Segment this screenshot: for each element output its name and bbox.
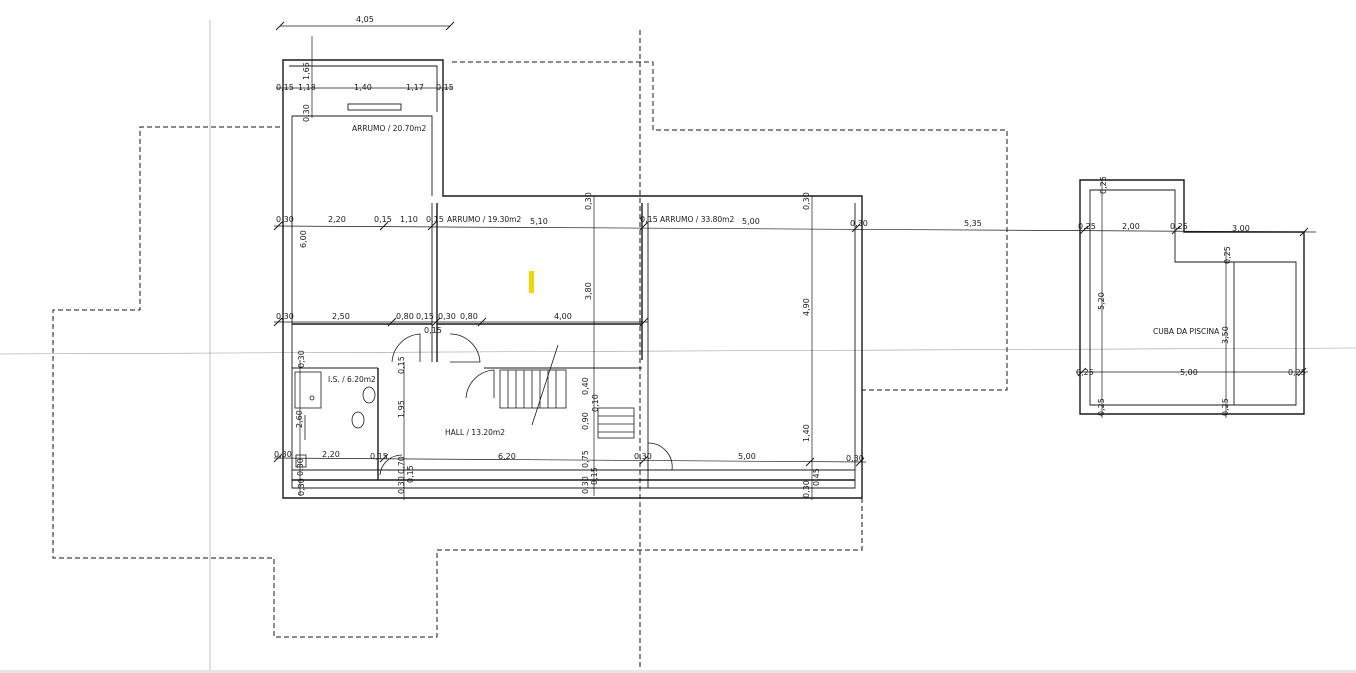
svg-text:2,20: 2,20 xyxy=(322,450,340,459)
svg-text:0,25: 0,25 xyxy=(1288,368,1306,377)
svg-text:1,40: 1,40 xyxy=(802,424,811,442)
svg-text:3,50: 3,50 xyxy=(1221,326,1230,344)
svg-text:0,30: 0,30 xyxy=(397,476,406,494)
svg-text:0,30: 0,30 xyxy=(297,478,306,496)
svg-text:1,10: 1,10 xyxy=(400,215,418,224)
svg-text:0,30: 0,30 xyxy=(802,480,811,498)
svg-text:0,30: 0,30 xyxy=(850,219,868,228)
svg-text:0,10: 0,10 xyxy=(591,394,600,412)
svg-text:0,80: 0,80 xyxy=(396,312,414,321)
pool-outer-wall xyxy=(1079,179,1305,415)
dimension-ticks xyxy=(273,221,1309,467)
svg-text:0,25: 0,25 xyxy=(1221,398,1230,416)
label-is: I.S. / 6.20m2 xyxy=(328,375,376,384)
label-hall: HALL / 13.20m2 xyxy=(445,428,505,437)
door-arrumo-1 xyxy=(391,333,421,363)
svg-text:0,30: 0,30 xyxy=(802,192,811,210)
svg-text:4,90: 4,90 xyxy=(802,298,811,316)
bathroom-fixtures xyxy=(294,371,376,468)
svg-text:0,25: 0,25 xyxy=(1099,176,1108,194)
svg-text:4,00: 4,00 xyxy=(554,312,572,321)
label-arrumo-2: ARRUMO / 19.30m2 xyxy=(447,215,521,224)
svg-text:5,20: 5,20 xyxy=(1097,292,1106,310)
svg-text:0,15: 0,15 xyxy=(436,83,454,92)
building-outer-wall xyxy=(282,59,863,499)
svg-text:1,18: 1,18 xyxy=(298,83,316,92)
svg-text:0,30: 0,30 xyxy=(634,452,652,461)
svg-text:0,70: 0,70 xyxy=(397,456,406,474)
svg-text:6,20: 6,20 xyxy=(498,452,516,461)
bottom-edge xyxy=(0,670,1356,673)
dimension-lines xyxy=(273,21,1317,500)
svg-text:0,45: 0,45 xyxy=(812,468,821,486)
svg-text:0,40: 0,40 xyxy=(581,377,590,395)
svg-text:0,15: 0,15 xyxy=(416,312,434,321)
svg-text:1,95: 1,95 xyxy=(397,400,406,418)
svg-text:0,15: 0,15 xyxy=(424,326,442,335)
svg-text:0,15: 0,15 xyxy=(374,215,392,224)
svg-text:0,75: 0,75 xyxy=(581,450,590,468)
svg-text:5,00: 5,00 xyxy=(742,217,760,226)
staircase xyxy=(499,344,635,439)
label-arrumo-3: ARRUMO / 33.80m2 xyxy=(660,215,734,224)
svg-text:0,15: 0,15 xyxy=(397,356,406,374)
svg-text:5,00: 5,00 xyxy=(738,452,756,461)
top-window xyxy=(347,103,402,111)
svg-text:0,30: 0,30 xyxy=(438,312,456,321)
dashed-outline xyxy=(52,61,1008,638)
door-bottom-right xyxy=(647,442,673,471)
door-bottom-left xyxy=(379,454,403,476)
svg-text:0,15: 0,15 xyxy=(426,215,444,224)
svg-text:0,30: 0,30 xyxy=(302,104,311,122)
svg-text:0,15: 0,15 xyxy=(276,83,294,92)
svg-text:1,40: 1,40 xyxy=(354,83,372,92)
svg-text:2,60: 2,60 xyxy=(295,410,304,428)
svg-text:0,30: 0,30 xyxy=(581,476,590,494)
svg-text:0,30: 0,30 xyxy=(584,192,593,210)
highlight-marker xyxy=(529,271,534,293)
svg-text:0,30: 0,30 xyxy=(276,215,294,224)
svg-text:0,90: 0,90 xyxy=(581,412,590,430)
svg-text:0,25: 0,25 xyxy=(1223,246,1232,264)
svg-text:6,00: 6,00 xyxy=(299,230,308,248)
label-arrumo-1: ARRUMO / 20.70m2 xyxy=(352,124,426,133)
svg-text:3,00: 3,00 xyxy=(1232,224,1250,233)
svg-text:0,25: 0,25 xyxy=(1076,368,1094,377)
svg-text:0,25: 0,25 xyxy=(1097,398,1106,416)
svg-text:0,80: 0,80 xyxy=(460,312,478,321)
svg-text:1,17: 1,17 xyxy=(406,83,424,92)
svg-text:5,00: 5,00 xyxy=(1180,368,1198,377)
svg-text:0,30: 0,30 xyxy=(274,450,292,459)
door-hall xyxy=(465,369,495,399)
svg-text:2,50: 2,50 xyxy=(332,312,350,321)
svg-text:0,30: 0,30 xyxy=(296,458,305,476)
svg-text:0,30: 0,30 xyxy=(297,350,306,368)
svg-text:0,15: 0,15 xyxy=(590,467,599,485)
svg-text:4,05: 4,05 xyxy=(356,15,374,24)
svg-text:1,65: 1,65 xyxy=(302,62,311,80)
svg-text:2,00: 2,00 xyxy=(1122,222,1140,231)
svg-text:0,30: 0,30 xyxy=(276,312,294,321)
svg-text:5,35: 5,35 xyxy=(964,219,982,228)
label-cuba: CUBA DA PISCINA xyxy=(1153,327,1220,336)
svg-text:0,15: 0,15 xyxy=(370,452,388,461)
svg-text:2,20: 2,20 xyxy=(328,215,346,224)
svg-text:3,80: 3,80 xyxy=(584,282,593,300)
svg-text:0,30: 0,30 xyxy=(846,454,864,463)
reference-line xyxy=(0,347,1356,355)
pool-inner-wall xyxy=(1089,189,1297,406)
dimension-texts: 4,05 0,15 1,18 1,40 1,17 0,15 0,30 2,20 … xyxy=(274,15,1306,463)
svg-text:0,15: 0,15 xyxy=(640,215,658,224)
door-arrumo-2 xyxy=(449,333,481,363)
svg-text:0,15: 0,15 xyxy=(406,465,415,483)
building-inner-wall xyxy=(289,65,856,489)
svg-text:5,10: 5,10 xyxy=(530,217,548,226)
vertical-dimension-texts: 1,65 0,30 0,30 0,30 6,00 3,80 4,90 0,30 … xyxy=(295,62,1232,498)
